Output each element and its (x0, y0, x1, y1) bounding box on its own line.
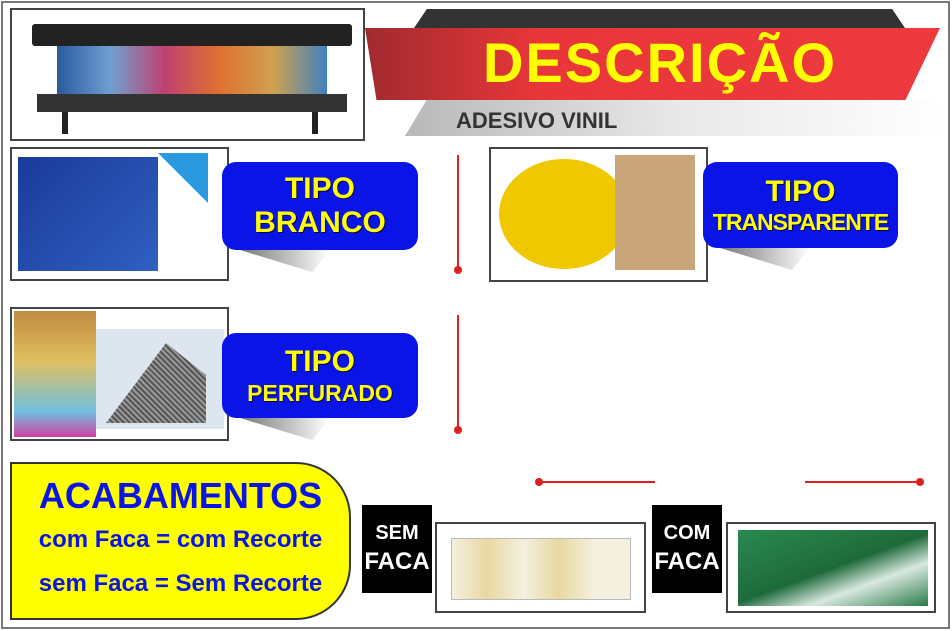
tipo-perfurado-line1: TIPO (284, 345, 355, 379)
sem-faca-line1: SEM (375, 522, 419, 545)
acabamentos-line1: com Faca = com Recorte (38, 526, 323, 553)
divider-line (457, 155, 459, 270)
sem-faca-label: SEM FACA (362, 505, 432, 593)
com-faca-line2: FACA (654, 548, 720, 576)
divider-dot (454, 426, 462, 434)
acabamentos-box: ACABAMENTOS com Faca = com Recorte sem F… (10, 462, 351, 620)
divider-line (805, 481, 920, 483)
page-title: DESCRIÇÃO (482, 31, 838, 94)
tipo-branco-line2: BRANCO (254, 206, 386, 239)
banner-red (365, 28, 940, 100)
divider-line (457, 315, 459, 430)
page-subtitle: ADESIVO VINIL (456, 108, 618, 133)
transparente-image (489, 147, 708, 282)
banner-grey (405, 100, 945, 136)
com-faca-image (726, 522, 936, 613)
divider-dot (454, 266, 462, 274)
perfurado-image (10, 307, 229, 441)
printer-image (10, 8, 365, 141)
acabamentos-title: ACABAMENTOS (38, 475, 323, 516)
acabamentos-line2: sem Faca = Sem Recorte (38, 570, 323, 597)
tipo-branco-label: TIPO BRANCO (222, 162, 418, 250)
branco-image (10, 147, 229, 281)
tipo-perfurado-line2: PERFURADO (247, 379, 393, 406)
sem-faca-image (435, 522, 646, 613)
sem-faca-line2: FACA (364, 548, 430, 576)
com-faca-label: COM FACA (652, 505, 722, 593)
divider-dot (535, 478, 543, 486)
divider-dot (916, 478, 924, 486)
divider-line (538, 481, 655, 483)
com-faca-line1: COM (663, 522, 711, 545)
tipo-transparente-line1: TIPO (765, 174, 836, 208)
banner-dark-strip (412, 9, 907, 31)
tipo-transparente-line2: TRANSPARENTE (712, 209, 889, 236)
tipo-perfurado-label: TIPO PERFURADO (222, 333, 418, 418)
tipo-branco-line1: TIPO (284, 171, 355, 205)
tipo-transparente-label: TIPO TRANSPARENTE (703, 162, 898, 248)
